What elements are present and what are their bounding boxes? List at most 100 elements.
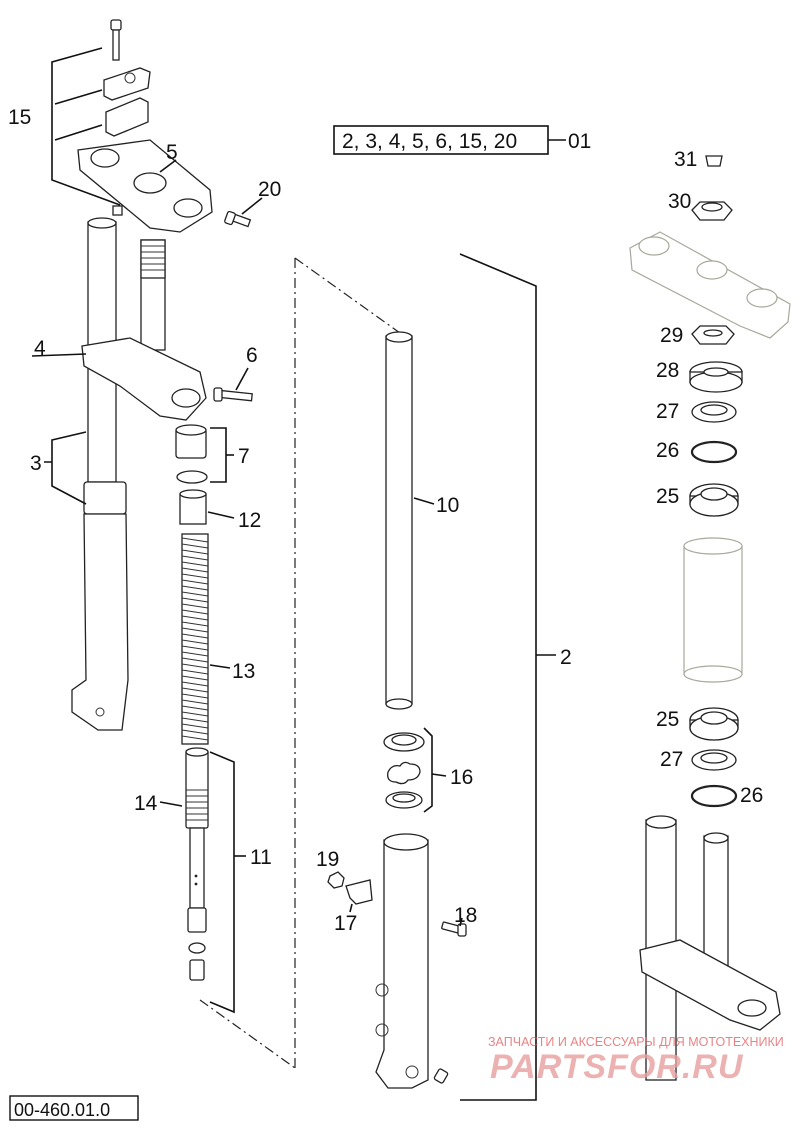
label-31: 31: [674, 148, 697, 171]
top-bolt-15: [110, 19, 122, 61]
spring-coil: [181, 585, 209, 591]
spring-coil: [181, 579, 209, 585]
bolt-20: [224, 210, 252, 228]
nut-30: [691, 201, 733, 221]
spring-coil: [181, 657, 209, 663]
diagram-code-box: 00-460.01.0: [9, 1095, 139, 1121]
label-17: 17: [334, 912, 357, 935]
label-25b: 25: [656, 708, 679, 731]
nut-small: [112, 205, 123, 216]
label-10: 10: [436, 494, 459, 517]
spring-coil: [181, 723, 209, 729]
label-15: 15: [8, 106, 31, 129]
steering-stem: [140, 239, 166, 351]
spring-coil: [181, 675, 209, 681]
seal-27-lower: [691, 749, 737, 771]
spring-coil: [181, 729, 209, 735]
diagram-code: 00-460.01.0: [14, 1100, 110, 1120]
spring-coil: [181, 705, 209, 711]
spring-coil: [181, 537, 209, 543]
spring-coil: [181, 549, 209, 555]
label-3: 3: [30, 452, 42, 475]
upper-clamp-right: [629, 231, 791, 339]
label-28: 28: [656, 359, 679, 382]
label-14: 14: [134, 792, 158, 815]
spring-coil: [181, 699, 209, 705]
label-5: 5: [166, 141, 178, 164]
washer-28: [689, 361, 743, 393]
spring-coil: [181, 717, 209, 723]
lower-triple-clamp-4: [81, 337, 207, 421]
spring-coil: [181, 561, 209, 567]
spring-coil: [181, 603, 209, 609]
seal-27-upper: [691, 401, 737, 423]
label-2: 2: [560, 646, 572, 669]
watermark-tagline: ЗАПЧАСТИ И АКСЕССУАРЫ ДЛЯ МОТОТЕХНИКИ: [488, 1035, 784, 1049]
spring-coil: [181, 663, 209, 669]
label-25a: 25: [656, 485, 679, 508]
label-20: 20: [258, 178, 281, 201]
clip-17: [345, 879, 373, 905]
upper-triple-clamp-5: [77, 139, 213, 233]
set-box: 2, 3, 4, 5, 6, 15, 20 01: [333, 125, 591, 155]
spring-coil: [181, 651, 209, 657]
spring-coil: [181, 711, 209, 717]
bolt-small: [433, 1068, 449, 1084]
label-13: 13: [232, 660, 255, 683]
spring-coil: [181, 567, 209, 573]
spring-coil: [181, 621, 209, 627]
oring-26-upper: [690, 440, 738, 464]
damper-rod-11: [185, 747, 209, 981]
label-29: 29: [660, 324, 683, 347]
spring-coil: [181, 615, 209, 621]
spring-coil: [181, 687, 209, 693]
spring-coil: [181, 555, 209, 561]
fork-leg-3: [71, 217, 129, 731]
spring-coil: [181, 627, 209, 633]
set-box-items: 2, 3, 4, 5, 6, 15, 20: [342, 130, 517, 153]
label-11: 11: [250, 846, 272, 869]
bolt-6: [213, 387, 253, 402]
spacer-tube: [683, 537, 743, 683]
spring-coil: [181, 645, 209, 651]
spring-coil: [181, 735, 209, 741]
spring-13: [181, 533, 209, 745]
oring-26-lower: [690, 784, 738, 808]
label-30: 30: [668, 190, 691, 213]
bolt-18: [441, 921, 467, 937]
label-27a: 27: [656, 400, 679, 423]
spring-coil: [181, 609, 209, 615]
label-18: 18: [454, 904, 477, 927]
label-26b: 26: [740, 784, 763, 807]
nut-19: [327, 871, 345, 889]
spacer-12: [179, 489, 207, 525]
cap-7: [175, 424, 208, 484]
label-27b: 27: [660, 748, 683, 771]
spring-coil: [181, 633, 209, 639]
label-7: 7: [238, 445, 250, 468]
clamp-15-upper: [103, 67, 151, 101]
label-26a: 26: [656, 439, 679, 462]
spring-coil: [181, 573, 209, 579]
nut-29: [691, 325, 735, 345]
label-19: 19: [316, 848, 339, 871]
label-16: 16: [450, 766, 473, 789]
bearing-25-upper: [689, 483, 739, 517]
watermark-logo: PARTSFOR.RU: [490, 1048, 744, 1086]
bearing-25-lower: [689, 707, 739, 741]
spring-coil: [181, 681, 209, 687]
set-box-ref: 01: [568, 130, 591, 153]
outer-slider-2: [375, 833, 429, 1089]
spring-coil: [181, 591, 209, 597]
seal-kit-16: [383, 732, 425, 809]
spring-coil: [181, 543, 209, 549]
spring-coil: [181, 597, 209, 603]
inner-tube-10: [385, 331, 413, 710]
label-4: 4: [34, 337, 46, 360]
label-12: 12: [238, 509, 261, 532]
spring-coil: [181, 669, 209, 675]
clamp-15-lower: [105, 97, 149, 137]
lower-clamp-right: [639, 815, 781, 1081]
